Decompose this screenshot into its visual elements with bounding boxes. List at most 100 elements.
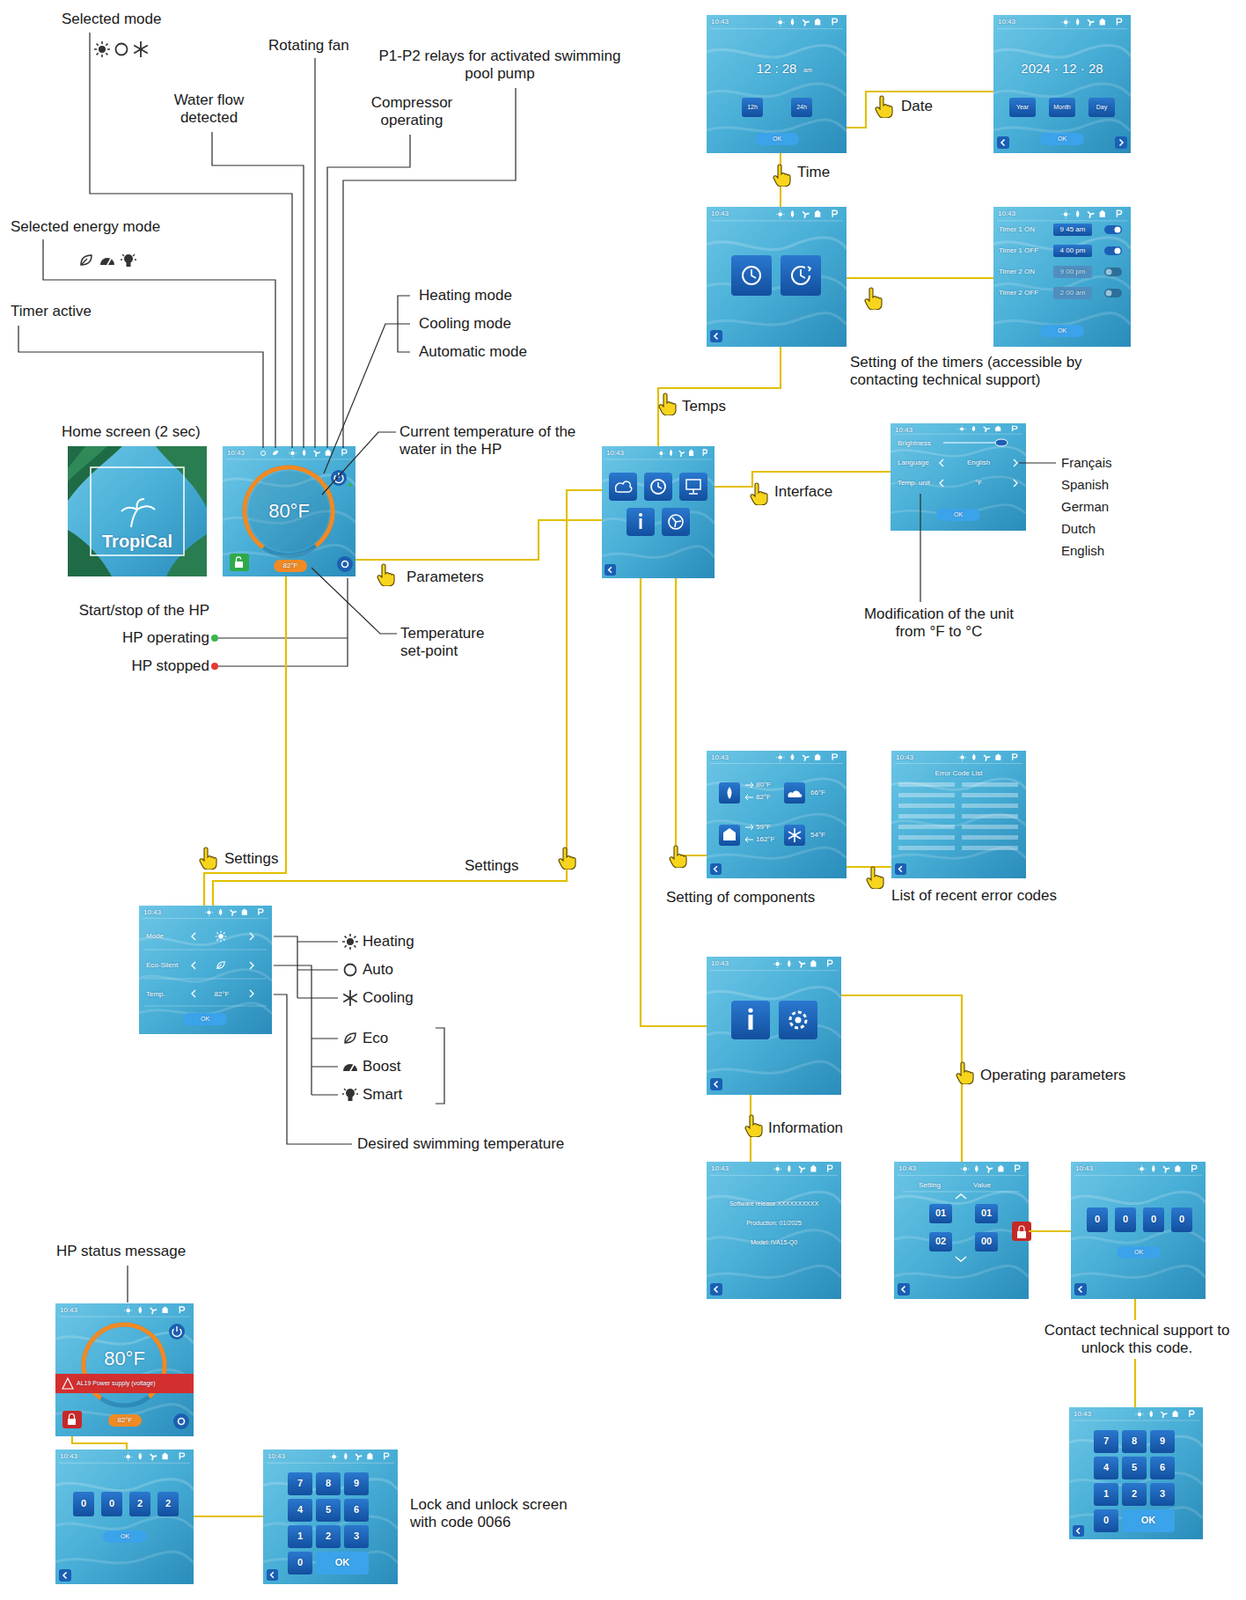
date-screen: 10:432024 · 12 · 28YearMonthDayOK — [993, 14, 1131, 154]
home-screen-art-part — [260, 450, 265, 455]
info-menu-art-part — [731, 1000, 770, 1040]
parameters-menu-art-part — [604, 564, 616, 576]
edge-label: Date — [901, 97, 933, 116]
screen-text: OK — [315, 1556, 369, 1569]
home-screen-art-part — [272, 450, 279, 455]
screen-text: 00 — [974, 1235, 998, 1247]
interface-screen-art — [890, 423, 1027, 531]
screen-text: Model: IVA15-Q0 — [706, 1238, 842, 1246]
screen-text: Timer 2 OFF — [998, 288, 1039, 298]
screen-text: 02 — [929, 1235, 953, 1247]
screen-text: 10:43 — [710, 17, 729, 27]
screen-text: 2 — [1121, 1487, 1147, 1500]
interface-screen-art-part — [890, 423, 1027, 531]
code-screen-art-part — [1114, 1207, 1137, 1232]
leader-lines-part — [322, 432, 396, 495]
screen-text: 2 — [129, 1497, 151, 1510]
splash-screen-art-part — [67, 446, 108, 482]
keypad-screen-art-part-part — [287, 1551, 313, 1575]
navigation-connector — [841, 995, 962, 1162]
error-list-screen-art-part-part — [898, 803, 955, 808]
leader-lines-part — [43, 239, 276, 448]
edge-label: Setting of components — [666, 888, 815, 907]
screen-text: 4 — [287, 1503, 313, 1516]
home-screen-art-part — [330, 469, 347, 486]
callout-label: Compressor operating — [362, 94, 462, 130]
components-screen-art-part — [706, 750, 847, 879]
status-screen-art-part — [108, 1414, 142, 1427]
code-screen-art-part — [1116, 1246, 1161, 1259]
parameters-menu-screen: 10:43 — [601, 446, 715, 579]
home-screen-art-part — [234, 561, 243, 568]
screen-text: 01 — [929, 1207, 953, 1219]
operating-dot — [211, 634, 219, 642]
parameters-menu-art-part — [688, 489, 698, 494]
callout-label: Dutch — [1061, 520, 1096, 538]
callout-label: Spanish — [1061, 476, 1109, 494]
splash-screen-art-part — [121, 498, 155, 528]
status-screen-art-part — [168, 1323, 185, 1340]
operating-parameters-screen: 10:43SettingValue01010200 — [894, 1161, 1029, 1299]
operating-parameters-screen-art-part — [902, 1191, 1020, 1193]
error-list-screen-art — [891, 750, 1027, 879]
unlock-button — [1011, 1221, 1032, 1241]
unlock-button-part — [1011, 1221, 1032, 1241]
status-screen-art-part — [173, 1413, 190, 1430]
screen-text: Language — [897, 458, 930, 468]
components-screen: 10:4380°F82°F66°F59°F162°F54°F — [706, 750, 847, 879]
stopped-dot — [211, 662, 219, 670]
keypad-screen-art-part-part — [287, 1524, 313, 1548]
screen-text: OK — [1116, 1248, 1161, 1256]
settings-screen-art-part — [191, 932, 254, 997]
lock-code-screen-art-part — [58, 1568, 72, 1582]
keypad-screen-art-part — [1093, 1429, 1175, 1532]
pointer-hands-part — [659, 393, 676, 416]
parameters-menu-art-part — [638, 513, 643, 517]
screen-text: 80°F — [755, 780, 771, 790]
settings-screen-art-part — [139, 905, 272, 1034]
callout-label: Eco — [362, 1029, 389, 1048]
screen-text: °F — [946, 478, 1011, 488]
screen-text: 3 — [1150, 1487, 1175, 1500]
home-screen-art-part — [337, 556, 353, 572]
navigation-connector — [193, 1515, 264, 1518]
screen-text: 2 — [157, 1497, 179, 1510]
keypad-screen-art-part-part — [287, 1498, 313, 1522]
screen-text: 10:43 — [997, 209, 1016, 219]
callout-label: Timer active — [10, 302, 92, 321]
screen-text: 10:43 — [710, 1164, 729, 1173]
pointer-hands-part — [745, 1114, 763, 1137]
status-screen-art-part — [55, 1303, 194, 1437]
screen-text: 10:43 — [710, 753, 729, 763]
leader-lines-part — [1018, 461, 1056, 463]
lock-code-screen: 10:430022OK — [55, 1449, 194, 1584]
parameters-menu-art-part — [639, 518, 643, 529]
code-screen-art-part — [1070, 1161, 1206, 1299]
timers-screen-art-part — [1053, 286, 1093, 300]
timers-screen-art-part — [1053, 244, 1093, 257]
screen-text: 10:43 — [59, 1305, 78, 1315]
callout-label: English — [1061, 542, 1105, 560]
screen-text: 9 — [1150, 1435, 1175, 1447]
status-screen-art-part — [55, 1373, 194, 1393]
leader-lines-part — [314, 58, 316, 448]
date-screen-art-part — [1009, 97, 1036, 118]
screen-text: OK — [102, 1532, 147, 1540]
error-list-screen-art-part — [894, 863, 907, 875]
temps-menu-art — [706, 206, 847, 347]
keypad-screen-art-part-part — [1093, 1482, 1119, 1506]
settings-screen-art-part — [217, 961, 225, 969]
screen-text: 10:43 — [898, 1164, 917, 1173]
interface-screen-art-part — [936, 508, 981, 521]
screen-text: Value — [973, 1180, 991, 1190]
mode-icons-part — [80, 255, 92, 265]
lock-code-screen-art-part — [55, 1449, 194, 1584]
timers-screen-art-part — [1053, 223, 1093, 236]
callout-label: Current temperature of the water in the … — [399, 423, 580, 459]
settings-screen-art-part — [215, 930, 228, 943]
screen-text: 10:43 — [1073, 1409, 1092, 1419]
callout-label: Water flow detected — [167, 91, 251, 127]
temps-menu-art-part — [706, 206, 847, 347]
lock-code-screen-art-part — [129, 1491, 151, 1517]
